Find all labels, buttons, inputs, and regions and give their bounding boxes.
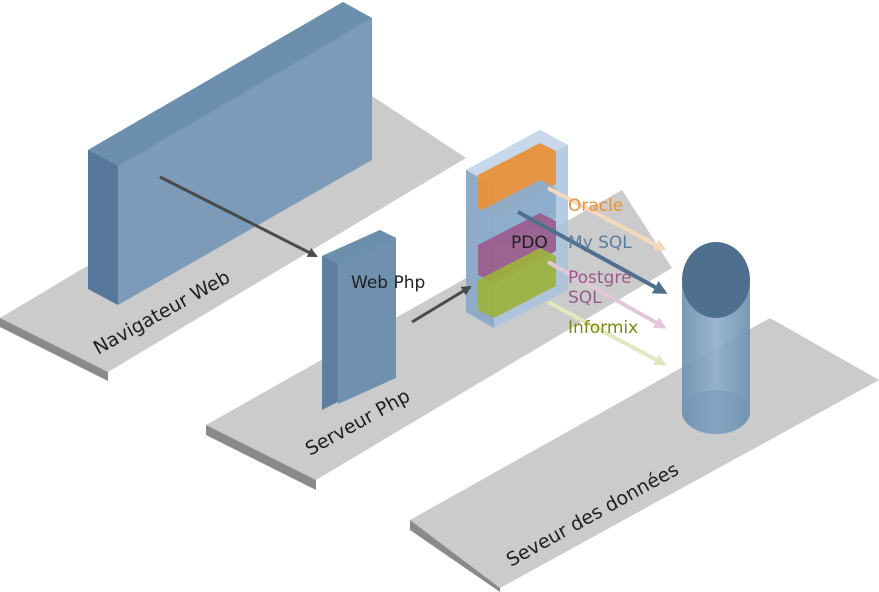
web-php-label: Web Php xyxy=(351,273,425,293)
mysql-label: My SQL xyxy=(568,233,632,253)
browser-to-webphp-arrow xyxy=(159,175,318,258)
data-server-platform xyxy=(410,318,879,592)
postgre-arrow xyxy=(547,260,667,329)
database-cylinder xyxy=(682,242,750,434)
webphp-to-pdo-arrow xyxy=(411,285,472,324)
pdo-box xyxy=(466,130,568,328)
pdo-label: PDO xyxy=(511,233,548,253)
oracle-arrow xyxy=(547,186,667,251)
browser-slab xyxy=(88,2,372,305)
informix-label: Informix xyxy=(568,318,638,338)
oracle-label: Oracle xyxy=(568,196,623,216)
postgre-label: Postgre xyxy=(568,268,631,288)
mysql-arrow xyxy=(517,210,668,294)
web-php-slab xyxy=(322,230,396,410)
postgre-label-line2: SQL xyxy=(568,288,602,308)
informix-arrow xyxy=(547,300,667,366)
